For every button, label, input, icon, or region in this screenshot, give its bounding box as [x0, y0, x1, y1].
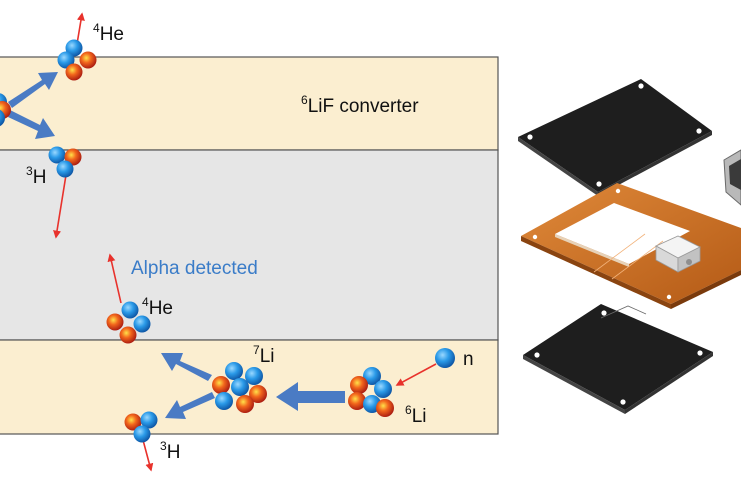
flow-arrow-up-left-icon — [161, 353, 212, 381]
device-housing-icon — [723, 149, 741, 206]
particle-tracks — [53, 12, 437, 472]
neutron-sphere-icon — [435, 348, 455, 368]
label-neutron: n — [463, 349, 474, 370]
flow-arrow-up-right-icon — [8, 72, 58, 108]
flow-arrow-down-right-icon — [8, 110, 55, 139]
h3-bottom-nucleus-icon — [124, 411, 158, 443]
label-li7: 7Li — [253, 343, 274, 367]
pcb-frame — [521, 183, 741, 309]
bottom-converter-plate — [523, 304, 713, 414]
label-he4-mid: 4He — [142, 295, 173, 319]
label-h3-bottom: 3H — [160, 439, 180, 463]
track-he4-top-icon — [76, 12, 85, 45]
label-he4-top: 4He — [93, 21, 124, 45]
flow-arrow-to-li7-icon — [276, 382, 345, 411]
h3-top-nucleus-icon — [48, 146, 82, 178]
track-h3-bottom-icon — [142, 439, 154, 472]
detector-stack — [0, 56, 499, 435]
reaction-flow-arrows — [8, 72, 345, 419]
detector-layer — [0, 149, 499, 341]
exploded-assembly — [518, 79, 741, 414]
track-neutron-icon — [395, 363, 437, 386]
he4-mid-nucleus-icon — [106, 301, 151, 344]
nucleus-cluster-icon — [0, 93, 11, 127]
connector-block-icon — [655, 235, 701, 273]
li7-nucleus-icon — [212, 362, 267, 413]
top-converter-plate — [518, 79, 712, 196]
label-converter: 6LiF converter — [301, 93, 419, 117]
label-li6: 6Li — [405, 403, 426, 427]
top-converter-layer — [0, 56, 499, 151]
li6-nucleus-icon — [348, 367, 394, 417]
track-alpha-icon — [107, 253, 122, 304]
flow-arrow-down-left-icon — [165, 392, 215, 419]
label-h3-top: 3H — [26, 164, 46, 188]
he4-top-nucleus-icon — [57, 39, 97, 81]
track-h3-top-icon — [53, 174, 67, 239]
label-alpha-detected: Alpha detected — [131, 258, 258, 279]
